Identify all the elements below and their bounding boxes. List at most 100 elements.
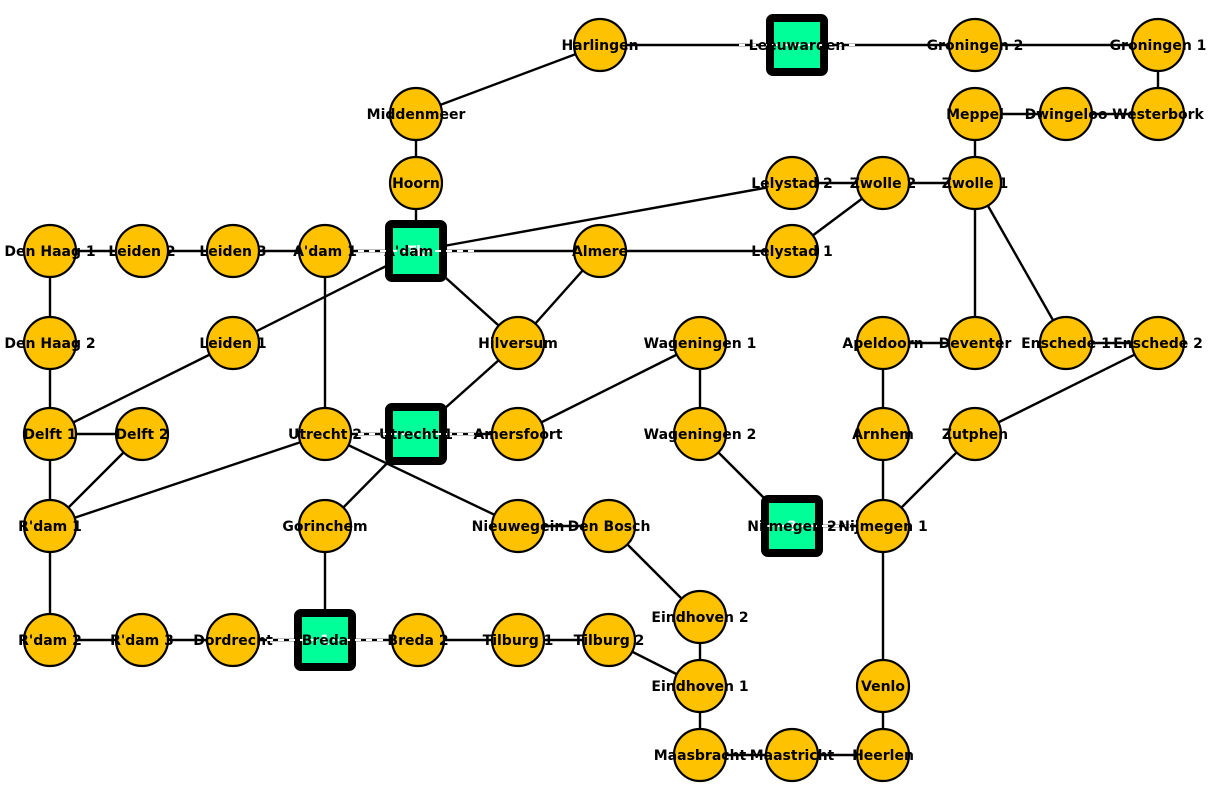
- node-groningen2: Groningen 2: [927, 17, 1024, 73]
- station-circle: [490, 406, 546, 462]
- station-circle: [672, 406, 728, 462]
- node-almere: Almere: [572, 223, 628, 279]
- edge-zwolle1-enschede1: [973, 182, 1068, 344]
- node-eindhoven1: Eindhoven 1: [651, 658, 749, 714]
- station-circle: [855, 727, 911, 783]
- node-label: Leiden 3: [199, 244, 266, 260]
- node-denbosch: Den Bosch: [568, 498, 651, 554]
- node-label: Dwingeloo: [1025, 107, 1108, 123]
- station-circle: [947, 86, 1003, 142]
- node-label: Eindhoven 2: [651, 610, 748, 626]
- node-utrecht2: Utrecht 2: [288, 406, 362, 462]
- node-label: Dordrecht: [193, 633, 273, 649]
- node-amersfoort: Amersfoort: [473, 406, 563, 462]
- node-nijmegen1: Nijmegen 1: [838, 498, 928, 554]
- node-label: Maasbracht: [654, 748, 747, 764]
- node-label: Lelystad 1: [751, 244, 832, 260]
- station-circle: [581, 498, 637, 554]
- node-label: Venlo: [861, 679, 905, 695]
- node-label: Wageningen 2: [644, 427, 757, 443]
- node-nijmegen2: 3Nijmegen 2: [734, 495, 850, 557]
- station-circle: [581, 612, 637, 668]
- node-maasbracht: Maasbracht: [654, 727, 747, 783]
- node-leiden1: Leiden 1: [199, 315, 267, 371]
- edge-rdam1-utrecht2: [49, 432, 326, 528]
- station-circle: [1038, 86, 1094, 142]
- edge-enschede2-zutphen: [974, 341, 1159, 436]
- node-label: A'dam 1: [293, 244, 357, 260]
- node-label: Meppel: [946, 107, 1004, 123]
- node-denhaag1: Den Haag 1: [4, 223, 96, 279]
- node-label: Hilversum: [478, 336, 558, 352]
- station-circle: [855, 315, 911, 371]
- station-circle: [855, 498, 911, 554]
- node-label: Nieuwegein: [472, 519, 565, 535]
- station-circle: [22, 223, 78, 279]
- station-circle: [114, 406, 170, 462]
- node-label: Gorinchem: [282, 519, 367, 535]
- node-apeldoorn: Apeldoorn: [842, 315, 924, 371]
- node-label: A'dam 2: [384, 244, 448, 260]
- node-label: Zwolle 2: [850, 176, 916, 192]
- node-wageningen2: Wageningen 2: [644, 406, 757, 462]
- node-label: Nijmegen 2: [747, 519, 837, 535]
- node-groningen1: Groningen 1: [1110, 17, 1207, 73]
- station-circle: [114, 223, 170, 279]
- node-adam2: TkA'dam 2: [358, 220, 474, 282]
- station-circle: [297, 498, 353, 554]
- station-circle: [388, 86, 444, 142]
- station-circle: [22, 406, 78, 462]
- node-tilburg1: Tilburg 1: [483, 612, 553, 668]
- node-label: Den Bosch: [568, 519, 651, 535]
- node-wageningen1: Wageningen 1: [644, 315, 756, 371]
- node-label: Groningen 2: [927, 38, 1024, 54]
- node-label: Deventer: [939, 336, 1012, 352]
- node-label: Den Haag 1: [4, 244, 95, 260]
- station-circle: [22, 498, 78, 554]
- node-deventer: Deventer: [939, 315, 1012, 371]
- node-label: Hoorn: [392, 176, 440, 192]
- node-delft2: Delft 2: [114, 406, 170, 462]
- station-circle: [764, 223, 820, 279]
- node-westerbork: Westerbork: [1112, 86, 1205, 142]
- node-label: Utrecht 1: [379, 427, 453, 443]
- node-label: Tilburg 2: [574, 633, 645, 649]
- node-label: R'dam 3: [110, 633, 174, 649]
- station-circle: [947, 406, 1003, 462]
- edge-amersfoort-wageningen1: [517, 341, 701, 436]
- station-circle: [672, 315, 728, 371]
- node-middenmeer: Middenmeer: [367, 86, 465, 142]
- station-circle: [1038, 315, 1094, 371]
- node-label: Almere: [572, 244, 628, 260]
- node-lelystad2: Lelystad 2: [751, 155, 833, 211]
- node-hilversum: Hilversum: [478, 315, 558, 371]
- station-circle: [114, 612, 170, 668]
- station-circle: [672, 589, 728, 645]
- node-label: Leeuwarden: [749, 38, 846, 54]
- node-dwingeloo: Dwingeloo: [1025, 86, 1108, 142]
- station-circle: [297, 223, 353, 279]
- node-label: Maastricht: [750, 748, 835, 764]
- node-label: Enschede 1: [1021, 336, 1111, 352]
- station-circle: [1130, 17, 1186, 73]
- node-zwolle1: Zwolle 1: [942, 155, 1008, 211]
- station-circle: [490, 498, 546, 554]
- node-breda1: 1Breda: [267, 609, 383, 671]
- node-label: Utrecht 2: [288, 427, 362, 443]
- node-label: Zwolle 1: [942, 176, 1008, 192]
- node-leeuwarden: Leeuwarden: [739, 14, 855, 76]
- station-circle: [572, 223, 628, 279]
- station-circle: [764, 727, 820, 783]
- node-tilburg2: Tilburg 2: [574, 612, 645, 668]
- node-label: Eindhoven 1: [651, 679, 748, 695]
- node-label: Groningen 1: [1110, 38, 1207, 54]
- station-circle: [572, 17, 628, 73]
- node-label: R'dam 1: [18, 519, 82, 535]
- node-leiden3: Leiden 3: [199, 223, 267, 279]
- edge-adam2-lelystad2: [415, 181, 793, 253]
- node-label: Arnhem: [852, 427, 914, 443]
- node-hoorn: Hoorn: [388, 155, 444, 211]
